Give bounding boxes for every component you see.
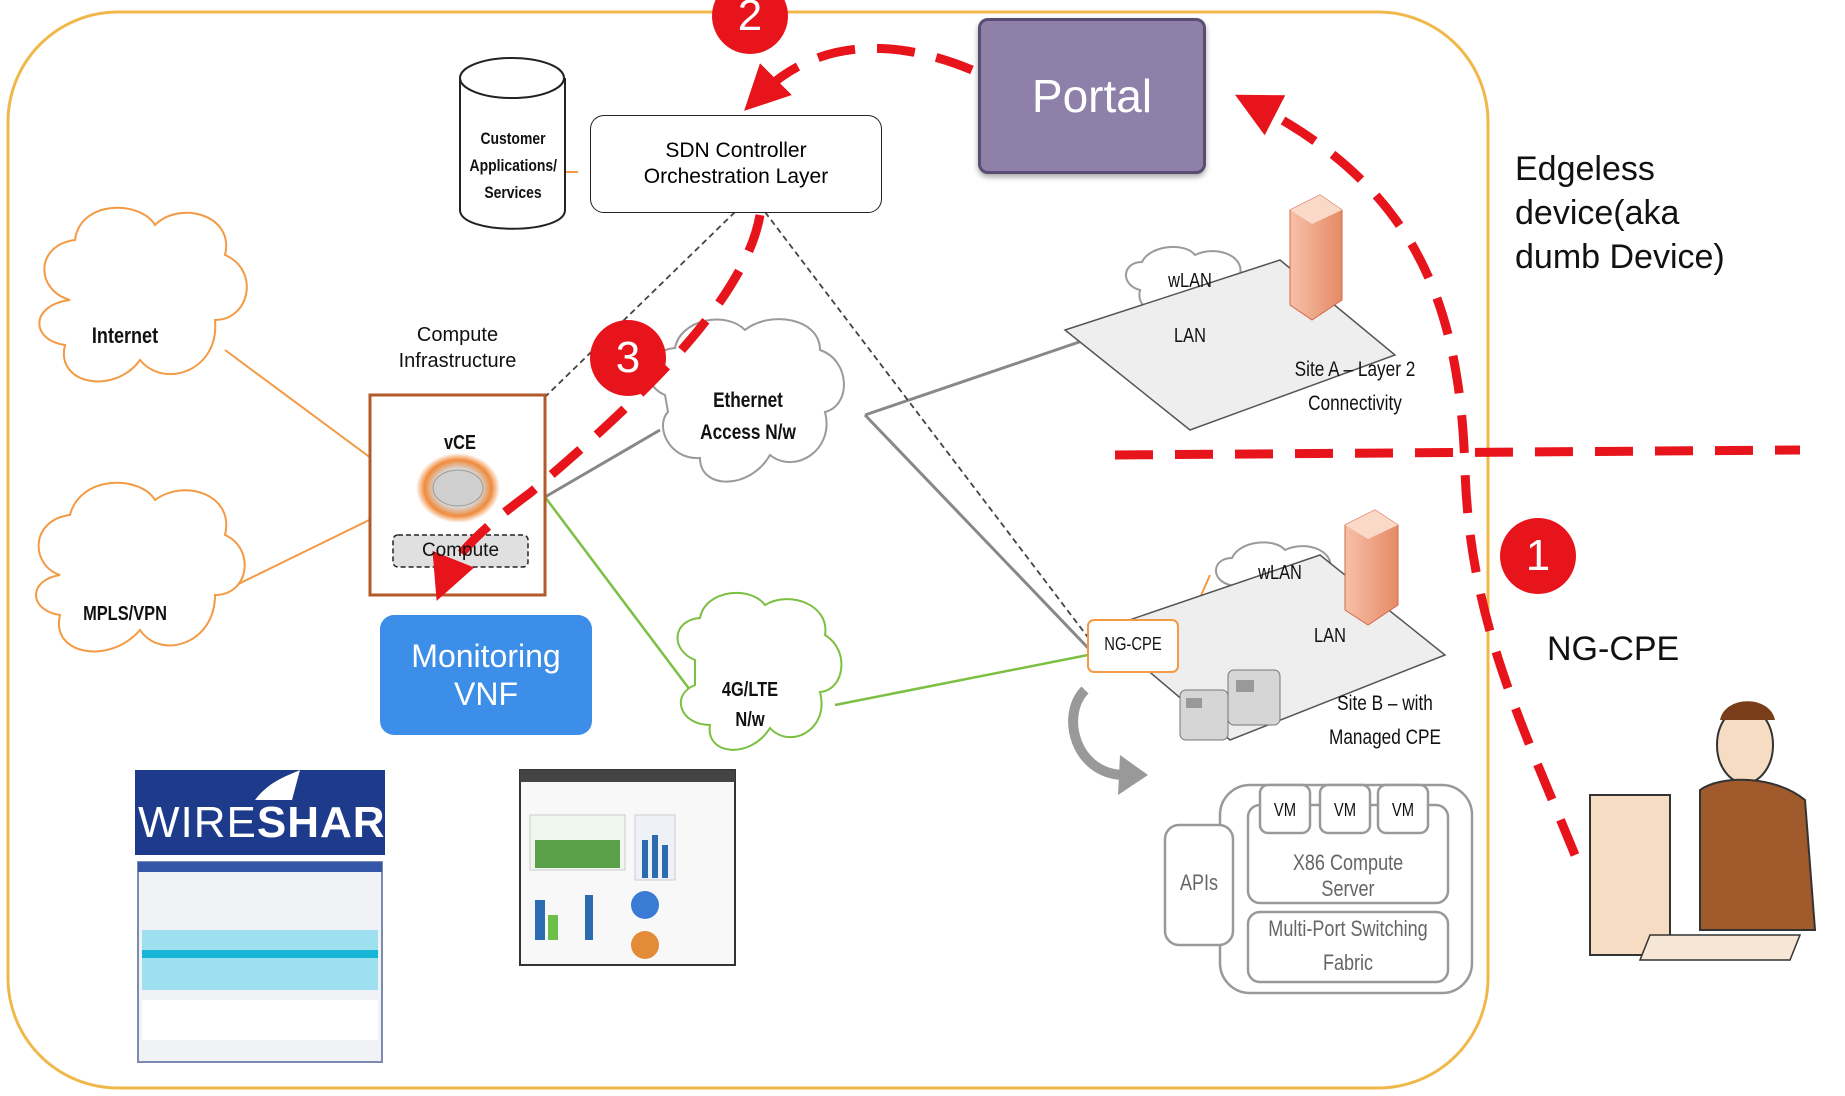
site-a-label: Site A – Layer 2 Connectivity [1285, 353, 1424, 421]
building-icon [1289, 194, 1343, 321]
ngcpe-side-label: NG-CPE [1547, 630, 1680, 668]
customer-apps-label: Customer Applications/ Services [469, 125, 558, 206]
mpls-cloud [35, 481, 246, 653]
step-1-number: 1 [1525, 531, 1551, 580]
lan-b-label: LAN [1314, 625, 1346, 647]
ethernet-cloud [648, 318, 845, 483]
ethernet-line2: Access N/w [700, 421, 796, 444]
site-a-line2: Connectivity [1308, 392, 1402, 415]
sdn-line2: Orchestration Layer [643, 165, 829, 188]
portal-box[interactable]: Portal [978, 18, 1206, 174]
server-diagram [1163, 783, 1474, 995]
step-2-number: 2 [737, 0, 763, 40]
site-a-line1: Site A – Layer 2 [1294, 358, 1416, 381]
lte-cloud [676, 591, 843, 751]
wireshark-wire: WIRE [138, 798, 257, 847]
vm1-label: VM [1273, 800, 1297, 820]
wireshark-logo: WIRESHARK [138, 798, 417, 848]
customer-apps-line2: Applications/ [469, 156, 558, 175]
workflow-arrows [432, 43, 1801, 857]
building-icon [1344, 509, 1399, 626]
ngcpe-device-label: NG-CPE [1104, 634, 1162, 654]
vce-label: vCE [444, 432, 476, 454]
phone-icon [1227, 669, 1281, 726]
sdn-line1: SDN Controller [665, 139, 807, 162]
customer-apps-line3: Services [484, 183, 542, 202]
customer-apps-line1: Customer [480, 129, 546, 148]
apis-label: APIs [1179, 870, 1219, 895]
step-1-arrow [1235, 94, 1580, 857]
step-3-number: 3 [615, 333, 641, 382]
wireshark-shark: SHARK [256, 798, 419, 847]
edgeless-device-label: Edgeless device(aka dumb Device) [1515, 147, 1725, 279]
wlan-a-label: wLAN [1168, 270, 1212, 292]
switching-line2: Fabric [1322, 950, 1374, 975]
monitoring-vnf-line1: Monitoring [411, 638, 561, 674]
rotate-arrowhead [1118, 755, 1148, 795]
step-3-badge: 3 [590, 320, 666, 396]
site-divider-line [1114, 445, 1801, 460]
site-b-line2: Managed CPE [1328, 726, 1442, 749]
person-at-computer-icon [1589, 701, 1817, 961]
lte-line1: 4G/LTE [721, 679, 779, 701]
dashboard-screenshot [519, 769, 736, 966]
site-b-label: Site B – with Managed CPE [1324, 687, 1447, 755]
switching-label: Multi-Port Switching Fabric [1266, 912, 1430, 980]
ethernet-label: Ethernet Access N/w [691, 385, 806, 449]
site-b-line1: Site B – with [1337, 692, 1433, 715]
step-2-arrow [744, 43, 974, 111]
compute-label: Compute [421, 540, 500, 561]
internet-label: Internet [91, 323, 159, 348]
ethernet-line1: Ethernet [713, 389, 783, 412]
edgeless-line1: Edgeless [1515, 150, 1655, 188]
lan-a-label: LAN [1174, 325, 1206, 347]
vm3-label: VM [1391, 800, 1415, 820]
internet-cloud [38, 206, 248, 383]
phone-icon [1179, 689, 1229, 741]
mpls-label: MPLS/VPN [83, 603, 167, 625]
database-icon [459, 57, 566, 230]
monitoring-vnf-line2: VNF [454, 676, 518, 712]
step-3-arrow [432, 214, 765, 601]
vm2-label: VM [1333, 800, 1357, 820]
rotate-arrow-icon [1068, 686, 1126, 780]
ngcpe-device [1087, 619, 1179, 673]
compute-infra-line2: Infrastructure [398, 350, 517, 372]
edgeless-line3: dumb Device) [1515, 238, 1725, 276]
portal-label: Portal [1031, 70, 1153, 122]
step-1-badge: 1 [1500, 518, 1576, 594]
edgeless-line2: device(aka [1515, 194, 1680, 232]
switching-line1: Multi-Port Switching [1268, 916, 1428, 941]
compute-infra-label: Compute Infrastructure [370, 322, 545, 374]
wireshark-screenshot [135, 770, 385, 1063]
x86-label: X86 Compute Server [1292, 850, 1404, 901]
wlan-b-label: wLAN [1258, 562, 1302, 584]
compute-infra-line1: Compute [416, 324, 499, 346]
lte-line2: N/w [735, 709, 765, 731]
clouds [35, 206, 843, 751]
lte-label: 4G/LTE N/w [709, 675, 791, 735]
